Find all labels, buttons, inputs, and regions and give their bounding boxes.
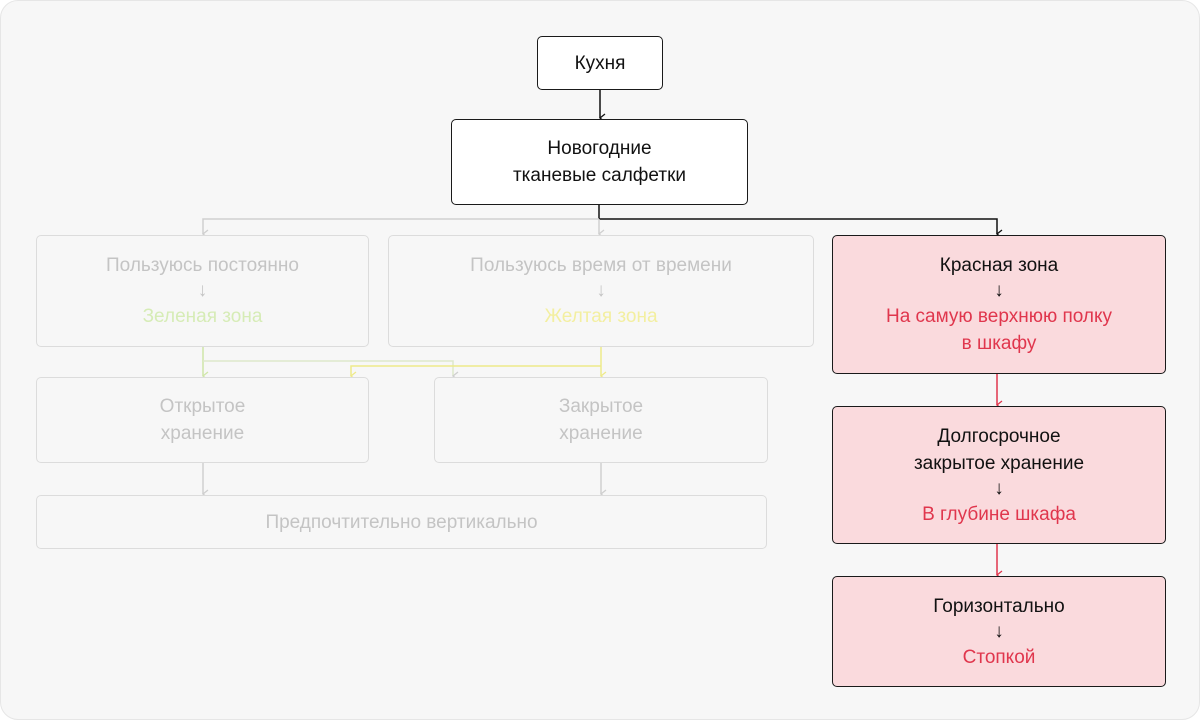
open-storage-label: Открытое хранение [159,396,246,444]
horizontal-orientation-label: Горизонтально [933,595,1065,617]
down-arrow-icon: ↓ [197,280,208,301]
node-open-storage: Открытое хранение [36,377,369,463]
node-kitchen-label: Кухня [574,52,626,74]
node-horizontal-orientation: Горизонтально ↓ Стопкой [832,576,1166,687]
green-zone-label: Зеленая зона [142,306,263,327]
yellow-zone-label: Желтая зона [544,306,658,327]
edge-to-green-zone [201,218,599,239]
down-arrow-icon: ↓ [994,280,1004,301]
long-term-storage-place: В глубине шкафа [922,503,1076,525]
closed-storage-label: Закрытое хранение [558,396,644,444]
node-long-term-storage: Долгосрочное закрытое хранение ↓ В глуби… [832,406,1166,544]
vertical-orientation-label: Предпочтительно вертикально [265,511,538,533]
edge-green-closed [203,360,459,381]
horizontal-orientation-detail: Стопкой [962,646,1036,668]
edge-yellow-open [349,365,601,381]
down-arrow-icon: ↓ [994,477,1004,499]
node-vertical-orientation: Предпочтительно вертикально [36,495,767,549]
node-green-zone: Пользуюсь постоянно ↓ Зеленая зона [36,235,369,347]
node-red-zone: Красная зона ↓ На самую верхнюю полку в … [832,235,1166,374]
node-napkins: Новогодние тканевые салфетки [451,119,748,205]
node-napkins-label: Новогодние тканевые салфетки [512,138,686,186]
down-arrow-icon: ↓ [596,280,606,301]
down-arrow-icon: ↓ [994,620,1004,642]
green-zone-usage: Пользуюсь постоянно [106,255,299,276]
node-yellow-zone: Пользуюсь время от времени ↓ Желтая зона [388,235,814,347]
edge-to-red-zone [599,218,1003,239]
yellow-zone-usage: Пользуюсь время от времени [470,255,732,276]
long-term-storage-label: Долгосрочное закрытое хранение [913,425,1085,474]
node-kitchen: Кухня [537,36,663,90]
node-closed-storage: Закрытое хранение [434,377,768,463]
red-zone-place: На самую верхнюю полку в шкафу [885,306,1113,354]
red-zone-label: Красная зона [939,255,1059,276]
